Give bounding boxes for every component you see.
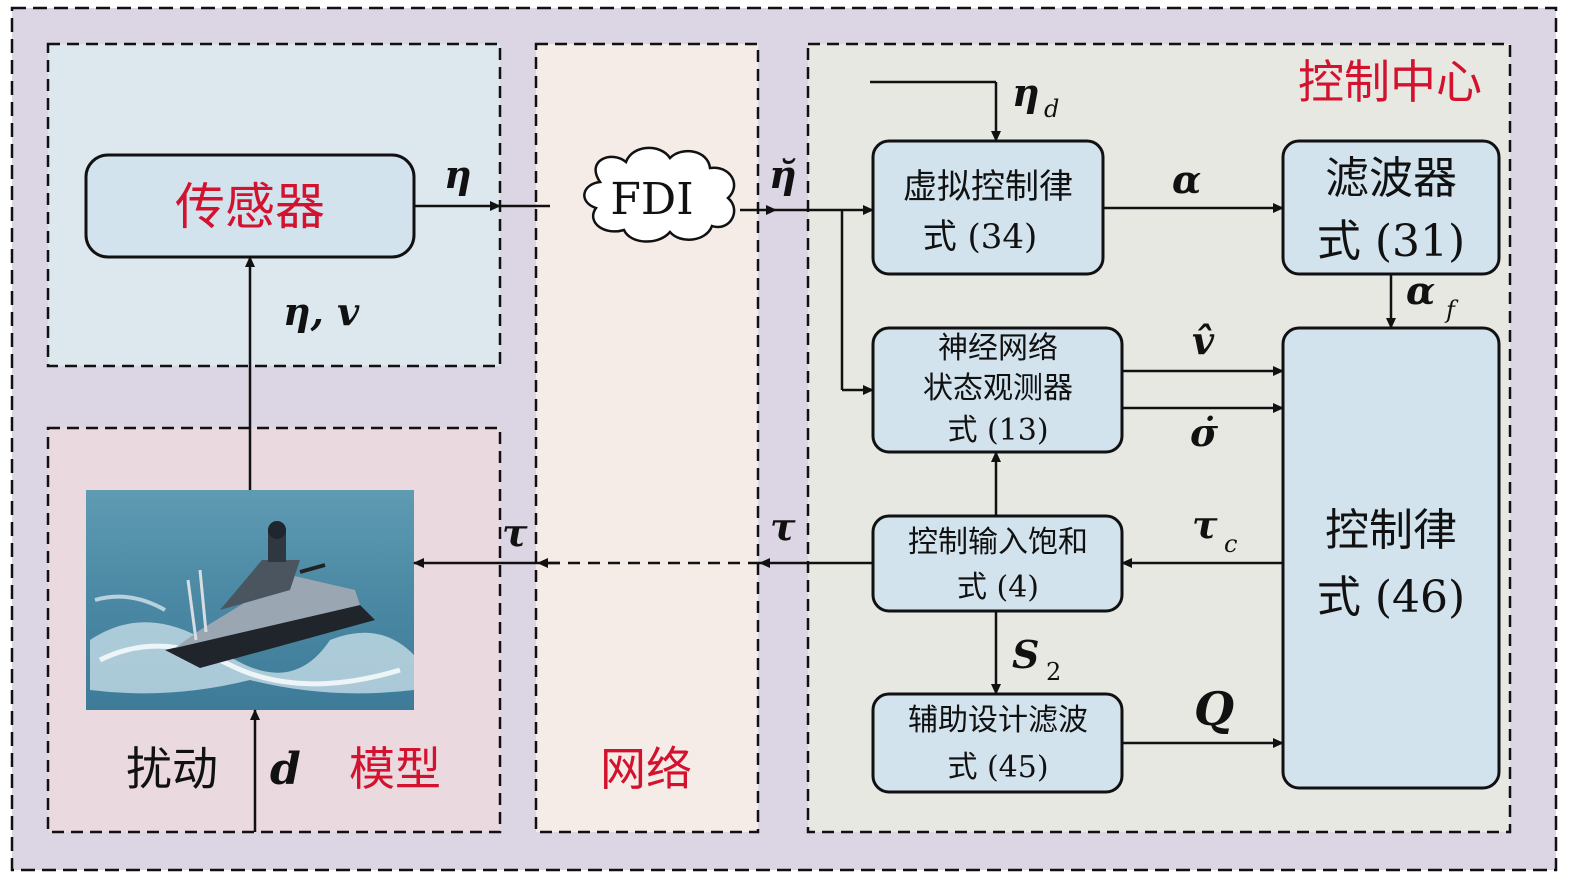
virtual-control-line1: 虚拟控制律 bbox=[903, 167, 1073, 207]
eta-d-label: η bbox=[1012, 70, 1040, 115]
boat-image bbox=[86, 490, 414, 710]
saturation-line2: 式 (4) bbox=[957, 570, 1039, 605]
nn-observer-line2: 状态观测器 bbox=[923, 371, 1073, 406]
tau-model-label: τ bbox=[502, 510, 528, 555]
eta-d-subscript: d bbox=[1044, 95, 1059, 123]
q-label: Q bbox=[1194, 682, 1234, 736]
saturation-line1: 控制输入饱和 bbox=[908, 525, 1088, 560]
aux-filter-line2: 式 (45) bbox=[947, 750, 1048, 785]
control-law-line2: 式 (46) bbox=[1317, 572, 1465, 623]
fdi-label: FDI bbox=[610, 174, 693, 225]
nn-observer-line1: 神经网络 bbox=[938, 331, 1058, 366]
eta-breve-label: η̆ bbox=[769, 152, 797, 197]
eta-v-label: η, v bbox=[283, 289, 360, 334]
nn-observer-line3: 式 (13) bbox=[947, 413, 1048, 448]
d-label: d bbox=[270, 744, 301, 795]
tau-c-label: τ bbox=[1192, 502, 1218, 547]
disturbance-label: 扰动 bbox=[126, 742, 218, 796]
network-label: 网络 bbox=[600, 742, 692, 796]
s2-subscript: 2 bbox=[1046, 658, 1061, 686]
control-law-block bbox=[1281, 326, 1501, 790]
model-label: 模型 bbox=[349, 742, 441, 796]
tau-network-label: τ bbox=[770, 504, 796, 549]
sigma-dot-label: σ̇ bbox=[1190, 410, 1219, 455]
alpha-label: α bbox=[1172, 157, 1201, 202]
eta-label: η bbox=[444, 152, 472, 197]
control-center-label: 控制中心 bbox=[1298, 55, 1482, 109]
connection-lines bbox=[245, 80, 1396, 832]
aux-filter-line1: 辅助设计滤波 bbox=[908, 703, 1088, 738]
control-law-line1: 控制律 bbox=[1325, 505, 1457, 556]
filter-line1: 滤波器 bbox=[1325, 153, 1457, 204]
virtual-control-line2: 式 (34) bbox=[923, 217, 1038, 257]
tau-c-subscript: c bbox=[1224, 530, 1237, 558]
fdi-cloud: FDI bbox=[583, 146, 736, 243]
sensor-label: 传感器 bbox=[175, 178, 325, 236]
v-hat-label: v̂ bbox=[1192, 318, 1215, 363]
filter-line2: 式 (31) bbox=[1317, 216, 1465, 267]
alpha-f-label: α bbox=[1406, 268, 1435, 313]
s2-label: S bbox=[1012, 632, 1039, 677]
